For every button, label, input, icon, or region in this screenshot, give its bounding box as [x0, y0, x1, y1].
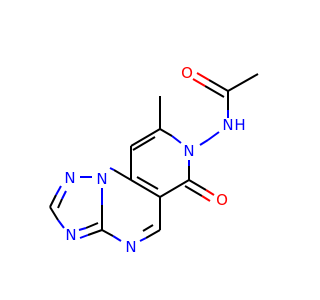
structure-diagram: O N H N O N N N N: [49, 64, 259, 256]
bond-cme-ch-inner: [132, 136, 156, 151]
bond-c3a-ntl: [87, 229, 103, 236]
bond-c5-npyr-blue: [139, 237, 147, 242]
bond-c9a-nbridge-b: [109, 167, 115, 171]
bond-c5-npyr: [145, 229, 161, 239]
bond-c5a-cko: [159, 179, 190, 198]
bond-c3a-ntl-b: [79, 234, 89, 239]
bond-carbonyl-o-red-a: [196, 72, 210, 81]
bond-ntl-ch-b: [49, 206, 59, 221]
bond-nring-cme-b: [159, 128, 173, 137]
atom-o-keto: O: [216, 191, 228, 209]
molecule-canvas: O N H N O N N N N: [49, 64, 259, 256]
atom-n-bridge: N: [96, 170, 107, 188]
bond-keto-red-a: [205, 189, 215, 196]
bond-npyr-c3a: [112, 235, 122, 242]
atom-labels: O N H N O N N N N: [64, 64, 245, 256]
bond-nh-nring: [207, 131, 220, 141]
bond-keto-a: [188, 179, 207, 191]
bond-ch-ntop: [49, 194, 57, 208]
bonds: [49, 72, 259, 242]
bond-carbonyl-o-b: [204, 85, 225, 98]
bond-ch-ntop-b: [55, 185, 62, 196]
bond-c3a-ntl-inner-b: [78, 227, 87, 231]
bond-c5-npyr-inner: [142, 224, 154, 232]
bond-ch-ntop-inner-b: [61, 190, 67, 200]
bond-c3a-ntl-inner: [85, 222, 99, 229]
atom-nh: N: [222, 116, 233, 134]
atom-o-acetyl: O: [181, 64, 193, 82]
atom-n-triazole-left: N: [65, 226, 76, 244]
bond-nh-nring-b: [199, 139, 209, 146]
bond-npyr-c3a-b: [101, 229, 114, 237]
bond-cme-ch: [130, 128, 161, 147]
bond-keto-red-b: [201, 195, 211, 202]
atom-n-pyrimidine: N: [125, 238, 136, 256]
bond-carbonyl-o-red-b: [192, 78, 206, 87]
bond-ch-ntop-inner: [57, 198, 63, 209]
bond-nring-cme: [171, 135, 182, 144]
atom-n-ring: N: [183, 142, 194, 160]
bond-c9a-c5a-inner: [136, 176, 159, 190]
atom-n-triazole-top: N: [64, 169, 75, 187]
bond-ntl-ch: [57, 219, 65, 229]
bond-keto-b: [184, 185, 203, 197]
bond-c9a-nbridge: [113, 169, 132, 181]
bond-c9a-c5a: [130, 179, 161, 198]
atom-h: H: [234, 116, 245, 134]
bond-methyl-carbonyl: [227, 73, 259, 92]
bond-carbonyl-o-a: [208, 79, 229, 92]
